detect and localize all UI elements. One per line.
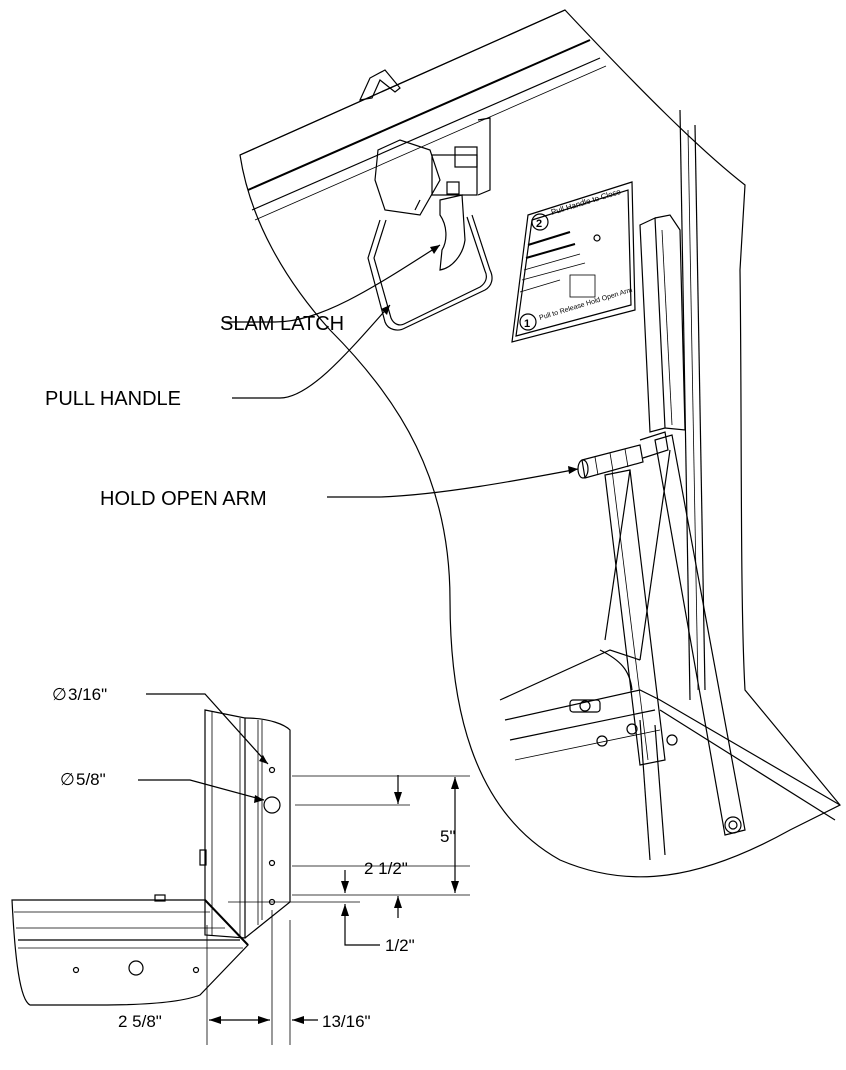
hole-small-dim: 3/16"	[68, 685, 107, 704]
callout-leaders: SLAM LATCH PULL HANDLE HOLD OPEN ARM	[45, 244, 579, 510]
instruction-decal: 2 Pull Handle to Close 1 Pull to Release…	[511, 181, 636, 343]
diameter-symbol-large: ∅	[60, 770, 75, 789]
corner-detail-view: ∅ 3/16" ∅ 5/8" 5" 2 1/2" 1/2"	[11, 685, 470, 1045]
decal-step1-number: 1	[524, 318, 530, 330]
hole-large-dim: 5/8"	[76, 770, 106, 789]
offset-bottom-dim: 1/2"	[385, 936, 415, 955]
height-half-dim: 2 1/2"	[364, 859, 408, 878]
view-break-boundary	[239, 9, 841, 878]
pull-handle-label: PULL HANDLE	[45, 388, 181, 410]
slam-latch-label: SLAM LATCH	[220, 313, 344, 335]
width-right-dim: 13/16"	[322, 1012, 371, 1031]
hatch-assembly-view: 2 Pull Handle to Close 1 Pull to Release…	[239, 9, 841, 878]
diameter-symbol-small: ∅	[52, 685, 67, 704]
width-left-dim: 2 5/8"	[118, 1012, 162, 1031]
height-total-dim: 5"	[440, 827, 456, 846]
hold-open-arm-label: HOLD OPEN ARM	[100, 488, 267, 510]
decal-step2-text: Pull Handle to Close	[550, 187, 622, 217]
decal-step2-number: 2	[536, 218, 542, 230]
